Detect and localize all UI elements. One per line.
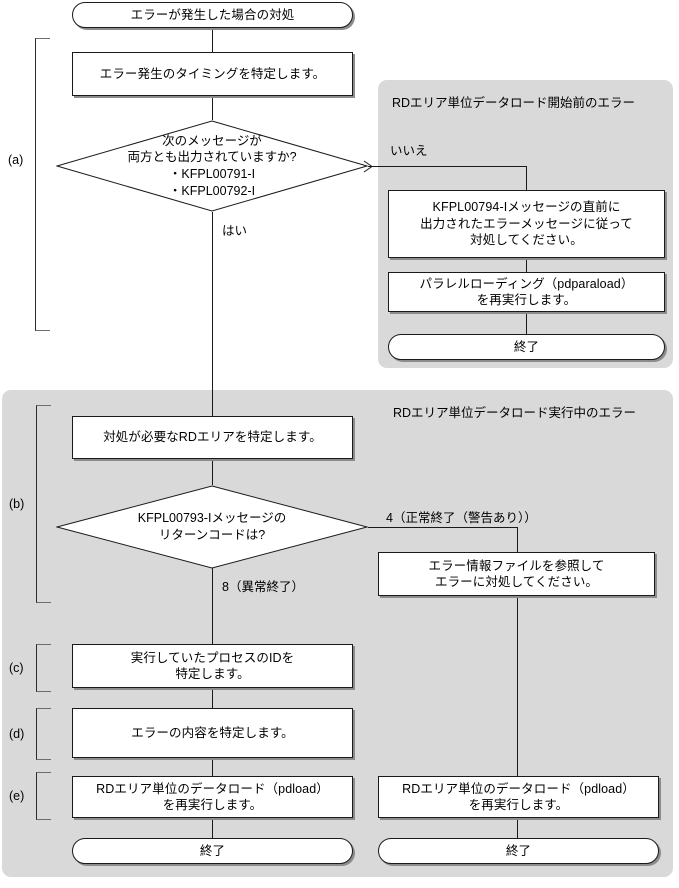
connector-step-c1-to-step-d1 xyxy=(212,688,213,708)
panel-before-load-caption: RDエリア単位データロード開始前のエラー xyxy=(392,96,636,110)
connector-right-b1-to-right-e1 xyxy=(517,596,518,776)
bracket-label-a: (a) xyxy=(8,153,24,167)
connector-right-a1-to-right-a2 xyxy=(526,258,527,272)
connector-right-a2-to-end-a xyxy=(526,312,527,334)
node-start[interactable]: エラーが発生した場合の対処 xyxy=(72,2,353,28)
edge-label-a-no: いいえ xyxy=(390,144,428,158)
bracket-label-c: (c) xyxy=(9,661,24,675)
bracket-label-e: (e) xyxy=(9,789,25,803)
edge-label-b-rc4: 4（正常終了（警告あり）） xyxy=(386,511,537,525)
node-step-a1[interactable]: エラー発生のタイミングを特定します。 xyxy=(72,52,353,96)
bracket-a xyxy=(35,38,50,331)
connector-start-to-step-a1 xyxy=(212,27,213,52)
connector-decision-a-no-vertical xyxy=(526,166,527,190)
node-step-b1[interactable]: 対処が必要なRDエリアを特定します。 xyxy=(72,416,353,459)
node-right-a1[interactable]: KFPL00794-Iメッセージの直前に 出力されたエラーメッセージに従って 対… xyxy=(388,190,665,258)
connector-step-a1-to-decision-a xyxy=(212,96,213,120)
connector-step-e1-to-end-e xyxy=(212,818,213,838)
node-right-e1[interactable]: RDエリア単位のデータロード（pdload） を再実行します。 xyxy=(378,776,659,818)
panel-during-load-caption: RDエリア単位データロード実行中のエラー xyxy=(393,406,637,420)
node-right-b1[interactable]: エラー情報ファイルを参照して エラーに対処してください。 xyxy=(378,552,655,596)
node-end-a[interactable]: 終了 xyxy=(388,334,665,360)
bracket-c xyxy=(36,644,51,692)
node-decision-a[interactable]: 次のメッセージが 両方とも出力されていますか? ・KFPL00791-I ・KF… xyxy=(56,120,368,212)
bracket-d xyxy=(36,708,51,760)
bracket-label-d: (d) xyxy=(9,727,25,741)
connector-decision-b-rc8 xyxy=(212,568,213,644)
connector-decision-a-yes xyxy=(212,212,213,416)
node-right-a2[interactable]: パラレルローディング（pdparaload） を再実行します。 xyxy=(388,272,665,312)
connector-step-d1-to-step-e1 xyxy=(212,758,213,776)
connector-decision-b-rc4-horizontal xyxy=(368,527,518,528)
node-decision-b[interactable]: KFPL00793-Iメッセージの リターンコードは? xyxy=(56,485,368,569)
connector-decision-b-rc4-vertical xyxy=(517,527,518,552)
connector-step-b1-to-decision-b xyxy=(212,459,213,485)
bracket-b xyxy=(36,405,51,603)
node-end-right[interactable]: 終了 xyxy=(378,838,659,864)
arrowhead-decision-a-no xyxy=(363,160,375,173)
connector-decision-a-no-horizontal xyxy=(368,166,527,167)
bracket-e xyxy=(36,772,51,820)
node-step-e1[interactable]: RDエリア単位のデータロード（pdload） を再実行します。 xyxy=(72,776,353,818)
node-end-e[interactable]: 終了 xyxy=(72,838,353,864)
node-step-c1[interactable]: 実行していたプロセスのIDを 特定します。 xyxy=(72,644,353,688)
edge-label-b-rc8: 8（異常終了） xyxy=(222,580,304,594)
node-step-d1[interactable]: エラーの内容を特定します。 xyxy=(72,708,353,758)
edge-label-a-yes: はい xyxy=(222,224,248,238)
bracket-label-b: (b) xyxy=(9,497,25,511)
connector-right-e1-to-end-right xyxy=(517,818,518,838)
